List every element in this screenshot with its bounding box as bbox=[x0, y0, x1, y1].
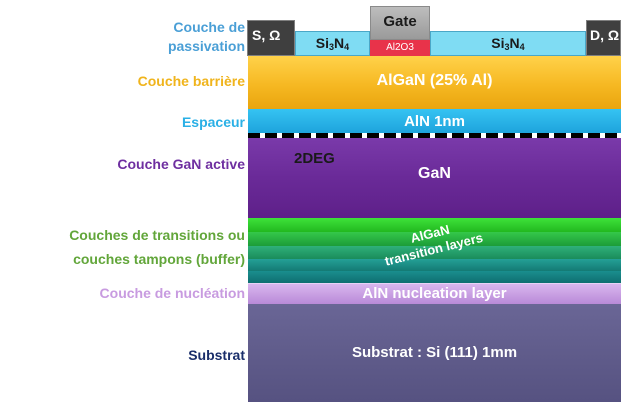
label-barrier: Couche barrière bbox=[137, 73, 245, 89]
layer-nucleation bbox=[248, 283, 621, 304]
source-contact[interactable]: S, Ω bbox=[247, 20, 295, 56]
twodeg-label: 2DEG bbox=[294, 150, 335, 167]
layer-transition-3 bbox=[248, 246, 621, 259]
layer-nucleation-text: AlN nucleation layer bbox=[362, 285, 507, 302]
sin-left-n: N bbox=[334, 35, 345, 51]
sin-right-si: Si bbox=[491, 35, 505, 51]
layer-transition-4 bbox=[248, 259, 621, 271]
drain-contact[interactable]: D, Ω bbox=[586, 20, 621, 56]
sin-left-sub2: 4 bbox=[344, 42, 350, 52]
label-passivation: Couche de passivation bbox=[168, 18, 245, 56]
sin-left-sub1: 3 bbox=[329, 42, 335, 52]
gate-label: Gate bbox=[383, 13, 417, 30]
sin-left-si: Si bbox=[315, 35, 330, 51]
layer-gan bbox=[248, 138, 621, 218]
label-passivation-line1: Couche de bbox=[173, 19, 245, 35]
layer-barrier bbox=[248, 56, 621, 109]
label-nucleation: Couche de nucléation bbox=[99, 285, 245, 301]
label-active: Couche GaN active bbox=[117, 156, 245, 172]
layer-barrier-text: AlGaN (25% Al) bbox=[376, 72, 493, 89]
sin-right-n: N bbox=[509, 35, 520, 51]
layer-spacer-text: AlN 1nm bbox=[404, 113, 465, 130]
layer-transition-1 bbox=[248, 218, 621, 232]
layer-transition-2 bbox=[248, 232, 621, 246]
label-passivation-line2: passivation bbox=[167, 38, 245, 54]
label-transition-line1: Couches de transitions ou bbox=[69, 227, 245, 243]
gate-oxide-label: Al2O3 bbox=[386, 42, 414, 53]
gate-oxide: Al2O3 bbox=[370, 40, 430, 56]
drain-label: D, Ω bbox=[590, 27, 620, 43]
layer-substrate bbox=[248, 303, 621, 402]
gate-contact[interactable]: Gate bbox=[370, 6, 430, 40]
label-substrate: Substrat bbox=[188, 347, 245, 363]
sin-right-sub1: 3 bbox=[504, 42, 510, 52]
twodeg-line bbox=[248, 133, 621, 138]
label-transition-line2: couches tampons (buffer) bbox=[73, 251, 245, 267]
sin-right-sub2: 4 bbox=[519, 42, 525, 52]
label-spacer: Espaceur bbox=[181, 114, 245, 130]
sin-right: Si3N4 bbox=[430, 31, 586, 56]
sin-left: Si3N4 bbox=[295, 31, 370, 56]
source-label: S, Ω bbox=[252, 27, 281, 43]
layer-substrate-text: Substrat : Si (111) 1mm bbox=[351, 344, 518, 361]
layer-gan-text: GaN bbox=[418, 165, 451, 182]
layer-spacer bbox=[248, 109, 621, 133]
layer-transition-5 bbox=[248, 271, 621, 283]
label-transition: Couches de transitions ou couches tampon… bbox=[69, 223, 245, 271]
